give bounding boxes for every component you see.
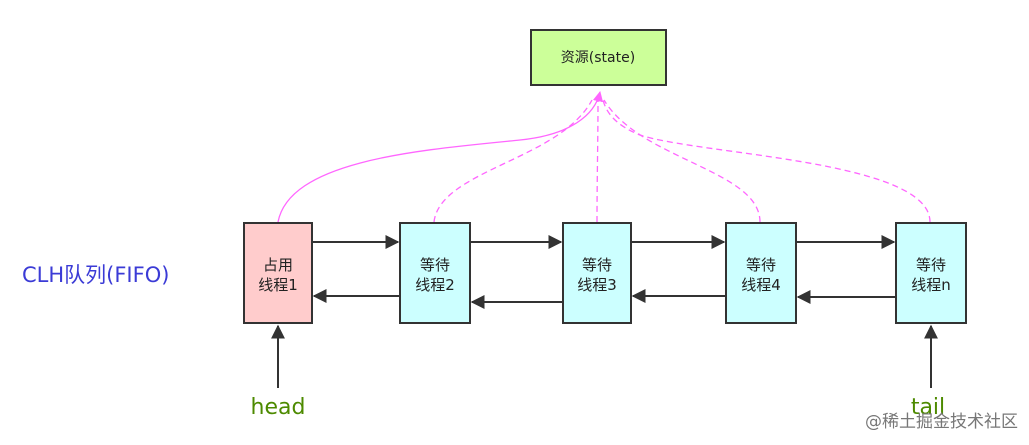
tail-pointer: tail — [911, 324, 945, 420]
node-1-line1: 占用 — [263, 256, 293, 274]
node-n-line1: 等待 — [916, 256, 946, 274]
prev-arrows — [312, 289, 895, 309]
node-n-rect — [895, 222, 967, 324]
node-4-rect — [725, 222, 797, 324]
resource-rect — [530, 29, 667, 86]
link-dashed-node4 — [603, 99, 761, 223]
node-2-rect — [399, 222, 471, 324]
node-4: 等待 线程4 — [725, 222, 797, 324]
node-2: 等待 线程2 — [399, 222, 471, 324]
node-2-line2: 线程2 — [415, 276, 455, 294]
node-1-line2: 线程1 — [258, 276, 298, 294]
node-4-line2: 线程4 — [741, 276, 781, 294]
node-3-line1: 等待 — [582, 256, 612, 274]
head-label: head — [251, 395, 306, 420]
resource-label: 资源(state) — [561, 50, 635, 66]
resource-links — [277, 90, 931, 223]
link-dashed-node3 — [596, 99, 599, 223]
queue-label: CLH队列(FIFO) — [22, 263, 169, 287]
node-1-rect — [243, 222, 313, 324]
node-n: 等待 线程n — [895, 222, 967, 324]
node-3-line2: 线程3 — [577, 276, 617, 294]
node-3-rect — [562, 222, 632, 324]
node-n-line2: 线程n — [911, 276, 951, 294]
link-dashed-noden — [602, 99, 931, 223]
node-1: 占用 线程1 — [243, 222, 313, 324]
head-pointer: head — [251, 324, 306, 420]
node-4-line1: 等待 — [746, 256, 776, 274]
link-dashed-node2 — [433, 99, 593, 223]
node-3: 等待 线程3 — [562, 222, 632, 324]
tail-label: tail — [911, 395, 945, 420]
node-2-line1: 等待 — [420, 256, 450, 274]
resource-box: 资源(state) — [530, 29, 667, 86]
link-solid-node1 — [277, 90, 604, 223]
watermark: @稀土掘金技术社区 — [865, 412, 1018, 432]
